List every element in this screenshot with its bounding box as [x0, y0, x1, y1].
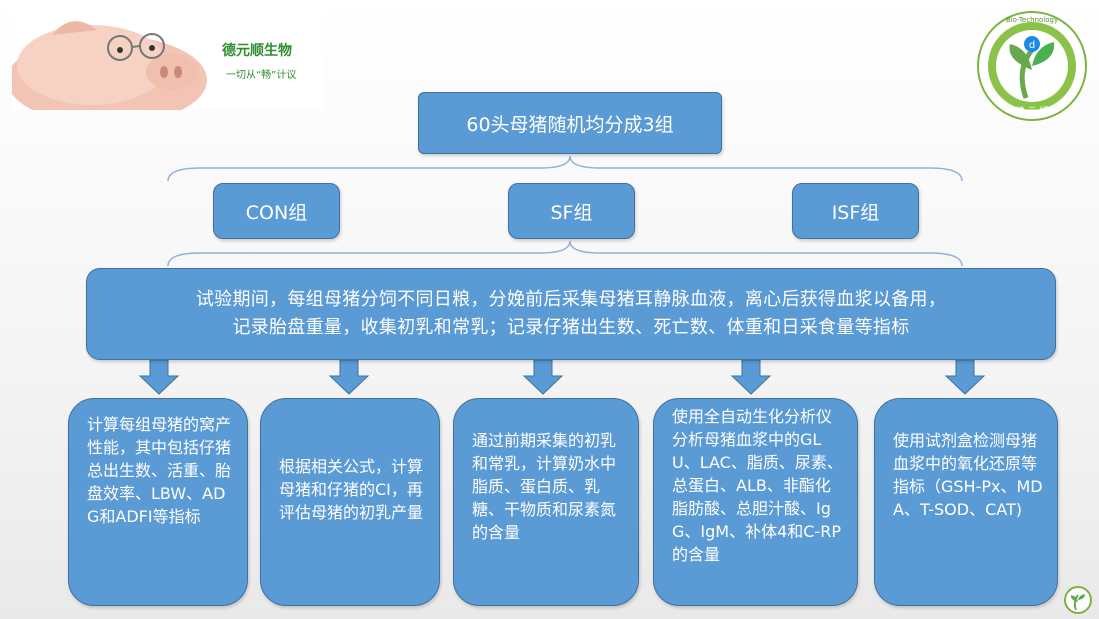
brace-title — [167, 155, 963, 182]
group-label-isf: ISF组 — [831, 201, 880, 224]
arrow-down-3 — [522, 359, 564, 395]
pig-image — [7, 10, 212, 125]
badge-chars: 德 元 顺 — [1016, 105, 1049, 117]
group-label-con: CON组 — [245, 201, 308, 224]
step-box-redox-indices: 使用试剂盒检测母猪血浆中的氧化还原等指标（GSH-Px、MDA、T-SOD、CA… — [874, 398, 1058, 606]
step-box-litter-performance: 计算每组母猪的窝产性能，其中包括仔猪总出生数、活重、胎盘效率、LBW、ADG和A… — [68, 398, 248, 606]
step-text-4: 使用全自动生化分析仪分析母猪血浆中的GLU、LAC、脂质、尿素、总蛋白、ALB、… — [672, 407, 843, 564]
title-box: 60头母猪随机均分成3组 — [418, 92, 722, 154]
procedure-line-1: 试验期间，每组母猪分饲不同日粮，分娩前后采集母猪耳静脉血液，离心后获得血浆以备用… — [195, 289, 947, 310]
group-label-sf: SF组 — [550, 201, 593, 224]
corner-logo-icon — [1064, 586, 1092, 614]
step-text-3: 通过前期采集的初乳和常乳，计算奶水中脂质、蛋白质、乳糖、干物质和尿素氮的含量 — [472, 431, 617, 542]
arrow-down-2 — [328, 359, 370, 395]
logo-banner: 德元顺生物 一切从“畅”计议 — [7, 10, 324, 125]
step-text-5: 使用试剂盒检测母猪血浆中的氧化还原等指标（GSH-Px、MDA、T-SOD、CA… — [893, 431, 1043, 519]
brace-groups — [167, 240, 963, 267]
procedure-box: 试验期间，每组母猪分饲不同日粮，分娩前后采集母猪耳静脉血液，离心后获得血浆以备用… — [86, 268, 1056, 360]
group-box-con: CON组 — [213, 183, 340, 239]
group-box-sf: SF组 — [508, 183, 635, 239]
step-box-milk-composition: 通过前期采集的初乳和常乳，计算奶水中脂质、蛋白质、乳糖、干物质和尿素氮的含量 — [453, 398, 639, 606]
arrow-down-4 — [730, 359, 772, 395]
svg-text:d: d — [1029, 40, 1035, 51]
company-badge-logo: d Bio-Technology 德 元 顺 — [977, 11, 1087, 121]
step-text-2: 根据相关公式，计算母猪和仔猪的CI，再评估母猪的初乳产量 — [279, 457, 424, 522]
title-text: 60头母猪随机均分成3组 — [466, 113, 674, 136]
group-box-isf: ISF组 — [792, 183, 919, 239]
step-box-plasma-biochemistry: 使用全自动生化分析仪分析母猪血浆中的GLU、LAC、脂质、尿素、总蛋白、ALB、… — [653, 398, 858, 606]
brand-name: 德元顺生物 — [222, 43, 292, 59]
brand-slogan: 一切从“畅”计议 — [226, 70, 297, 81]
step-text-1: 计算每组母猪的窝产性能，其中包括仔猪总出生数、活重、胎盘效率、LBW、ADG和A… — [87, 415, 232, 526]
badge-text: Bio-Technology — [1006, 16, 1058, 24]
arrow-down-5 — [944, 359, 986, 395]
step-box-colostrum-yield: 根据相关公式，计算母猪和仔猪的CI，再评估母猪的初乳产量 — [260, 398, 440, 606]
arrow-down-1 — [138, 359, 180, 395]
procedure-line-2: 记录胎盘重量，收集初乳和常乳；记录仔猪出生数、死亡数、体重和日采食量等指标 — [232, 317, 910, 338]
